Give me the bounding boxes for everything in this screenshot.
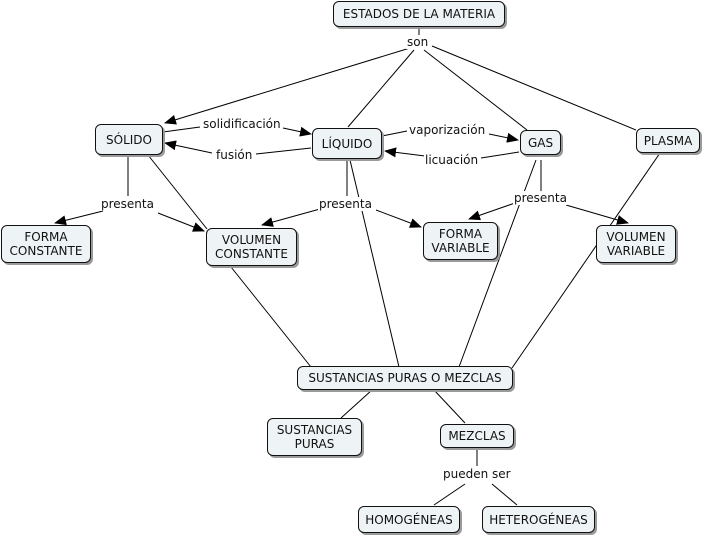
link-label-presenta-gas: presenta [513, 191, 568, 205]
concept-solido[interactable]: SÓLIDO [95, 124, 163, 155]
concept-mezclas[interactable]: MEZCLAS [440, 424, 514, 448]
concept-volumen-constante[interactable]: VOLUMEN CONSTANTE [206, 228, 297, 266]
link-liquido-sustancias [349, 159, 400, 368]
link-label-presenta-solido: presenta [100, 197, 155, 211]
link-presenta-forma-constante [54, 210, 104, 226]
concept-homogeneas[interactable]: HOMOGÉNEAS [358, 506, 460, 533]
link-liquido-fusion [255, 147, 312, 155]
link-pueden-ser-heterogeneas [491, 483, 518, 506]
link-solido-solidificacion [162, 126, 201, 133]
link-fusion-solido [164, 140, 213, 154]
concept-plasma[interactable]: PLASMA [636, 128, 700, 153]
link-label-fusion: fusión [215, 148, 254, 162]
concept-sustancias-puras-o-mezclas[interactable]: SUSTANCIAS PURAS O MEZCLAS [297, 366, 513, 390]
link-presenta-forma-variable [375, 209, 422, 228]
link-presenta-volumen-variable [565, 204, 629, 225]
link-liquido-vaporizacion [381, 130, 408, 137]
link-presenta-volumen-constante-2 [261, 208, 321, 227]
link-son-liquido [347, 49, 415, 128]
concept-liquido[interactable]: LÍQUIDO [312, 128, 382, 159]
concept-estados-de-la-materia[interactable]: ESTADOS DE LA MATERIA [333, 1, 505, 27]
link-presenta-volumen-constante-1 [157, 212, 205, 232]
link-label-solidificacion: solidificación [202, 117, 282, 131]
link-pueden-ser-homogeneas [433, 483, 466, 506]
link-son-solido [164, 47, 411, 125]
link-sustancias-puras [340, 389, 373, 419]
link-label-pueden-ser: pueden ser [442, 467, 512, 481]
link-label-presenta-liquido: presenta [318, 197, 373, 211]
link-vaporizacion-gas [488, 132, 519, 143]
link-presenta-forma-variable-2 [468, 202, 516, 221]
concept-volumen-variable[interactable]: VOLUMEN VARIABLE [596, 225, 676, 263]
link-label-son: son [406, 35, 430, 49]
link-sustancias-mezclas [433, 389, 466, 424]
concept-sustancias-puras[interactable]: SUSTANCIAS PURAS [267, 418, 362, 456]
link-plasma-sustancias [511, 152, 661, 369]
link-solidificacion-liquido [282, 126, 312, 137]
link-son-gas [423, 49, 528, 131]
link-volumen-constante-sustancias [230, 266, 312, 368]
concept-gas[interactable]: GAS [520, 130, 561, 155]
link-gas-licuacion [480, 151, 520, 159]
link-son-plasma [431, 45, 637, 131]
link-label-licuacion: licuación [424, 153, 480, 167]
link-solido-volumen-constante [147, 154, 208, 230]
concept-heterogeneas[interactable]: HETEROGÉNEAS [482, 506, 595, 533]
link-licuacion-liquido [384, 147, 426, 158]
concept-forma-variable[interactable]: FORMA VARIABLE [423, 222, 498, 260]
link-label-vaporizacion: vaporización [408, 123, 487, 137]
concept-forma-constante[interactable]: FORMA CONSTANTE [1, 225, 91, 263]
